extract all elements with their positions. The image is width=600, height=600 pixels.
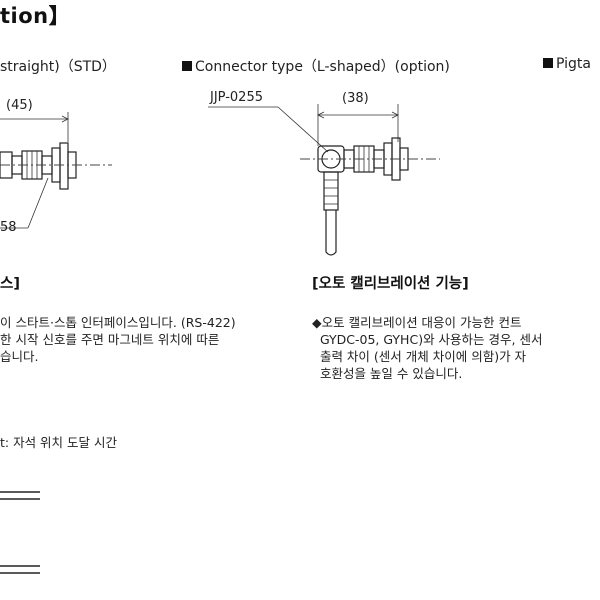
paragraph-line: GYDC-05, GYHC)와 사용하는 경우, 센서 (312, 332, 543, 347)
leader-line (277, 106, 329, 153)
caption-pigtail: Pigta (543, 56, 591, 72)
caption-pigtail-label: Pigta (556, 56, 591, 72)
square-bullet-icon (543, 58, 553, 68)
leader-line (27, 177, 49, 229)
mounting-plate (59, 142, 69, 190)
timing-note: t: 자석 위치 도달 시간 (0, 435, 118, 450)
paragraph-line: 출력 차이 (센서 개체 차이에 의함)가 자 (312, 349, 527, 364)
square-bullet-icon (182, 61, 192, 71)
section-title: tion】 (0, 4, 71, 28)
paragraph-line: ◆오토 캘리브레이션 대응이 가능한 컨트 (312, 315, 522, 330)
dimension-arrow (317, 111, 325, 119)
dimension-label-45: (45) (6, 98, 33, 113)
cable-strain-relief (323, 171, 339, 211)
auto-calibration-heading: [오토 캘리브레이션 기능] (312, 276, 469, 292)
cable (325, 210, 337, 256)
paragraph-line: 습니다. (0, 349, 39, 364)
caption-l-shaped-connector: Connector type（L-shaped）(option) (182, 56, 450, 76)
dimension-arrow (61, 115, 69, 123)
l-shaped-connector-drawing (208, 104, 440, 256)
paragraph-line: 이 스타트·스톱 인터페이스입니다. (RS-422) (0, 315, 236, 330)
dimension-label-58: 58 (0, 220, 17, 235)
dimension-label-38: (38) (342, 91, 369, 106)
straight-connector-drawing (0, 112, 112, 229)
left-section-paragraph: 이 스타트·스톱 인터페이스입니다. (RS-422) 한 시작 신호를 주면 … (0, 314, 236, 365)
auto-calibration-paragraph: ◆오토 캘리브레이션 대응이 가능한 컨트 GYDC-05, GYHC)와 사용… (312, 314, 542, 382)
part-number-label: JJP-0255 (210, 90, 263, 105)
dimension-arrow (391, 111, 399, 119)
left-section-heading: 스] (0, 276, 20, 292)
paragraph-line: 호환성을 높일 수 있습니다. (312, 366, 463, 381)
caption-straight-connector: straight)（STD） (0, 59, 116, 75)
paragraph-line: 한 시작 신호를 주면 마그네트 위치에 따른 (0, 332, 220, 347)
caption-l-shaped-label: Connector type（L-shaped）(option) (195, 59, 450, 75)
